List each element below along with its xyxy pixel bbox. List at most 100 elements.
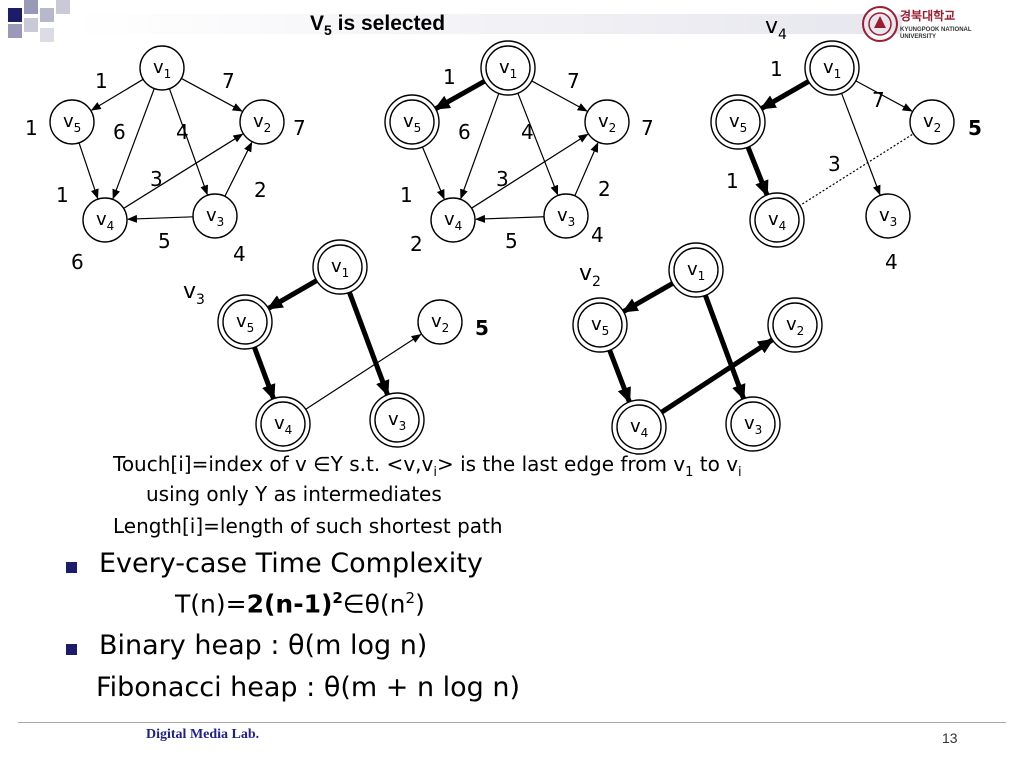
svg-text:v4: v4 <box>444 209 462 233</box>
edge-weight-label: 5 <box>505 229 518 253</box>
edge-weight-label: 3 <box>496 167 509 191</box>
svg-text:v4: v4 <box>630 416 648 440</box>
edge-weight-label: 1 <box>726 169 739 193</box>
edge-weight-label: 1 <box>443 65 456 89</box>
edge-weight-label: 6 <box>113 120 126 144</box>
edge-4-2 <box>123 133 244 209</box>
touch-definition: Touch[i]=index of v ∈Y s.t. <v,vi> is th… <box>113 452 742 480</box>
edge-1-2 <box>854 79 913 112</box>
edge-weight-label: 4 <box>233 242 246 266</box>
edge-weight-label: 1 <box>770 57 783 81</box>
slide-title: V5 is selected <box>310 12 446 39</box>
svg-text:v1: v1 <box>331 256 349 280</box>
vertex-v4: v4 <box>749 192 805 248</box>
edge-1-5 <box>759 78 811 111</box>
page-number: 13 <box>942 730 958 746</box>
edge-1-3 <box>168 88 208 196</box>
edge-weight-label: 1 <box>25 116 38 140</box>
vertex-v3: v3 <box>725 396 781 452</box>
edge-weight-label: 2 <box>598 177 611 201</box>
vertex-v1: v1 <box>480 40 536 96</box>
edge-weight-label: 5 <box>968 116 982 140</box>
edge-1-5 <box>90 78 144 111</box>
edge-weight-label: v4 <box>765 14 787 43</box>
edge-3-2 <box>574 142 599 197</box>
edge-weight-label: 6 <box>71 250 84 274</box>
edge-weight-label: 7 <box>872 88 885 112</box>
edge-weight-label: 7 <box>641 116 654 140</box>
fibonacci-heap-line: Fibonacci heap : θ(m + n log n) <box>96 672 521 703</box>
title-bar <box>72 14 902 34</box>
edge-weight-label: 3 <box>828 152 841 176</box>
edge-weight-label: 6 <box>458 120 471 144</box>
svg-text:v3: v3 <box>388 409 406 433</box>
edge-5-4 <box>78 142 99 200</box>
vertex-v3: v3 <box>865 193 911 239</box>
edge-1-4 <box>112 88 155 200</box>
complexity-formula: T(n)=2(n-1)2∈θ(n2) <box>175 589 425 619</box>
vertex-v3: v3 <box>543 193 589 239</box>
svg-text:v1: v1 <box>499 57 517 81</box>
svg-text:v4: v4 <box>274 413 292 437</box>
length-definition: Length[i]=length of such shortest path <box>113 514 503 538</box>
edge-weight-label: 7 <box>293 116 306 140</box>
svg-text:v4: v4 <box>768 209 786 233</box>
university-seal-icon <box>862 6 898 42</box>
vertex-v3: v3 <box>369 392 425 448</box>
svg-text:v1: v1 <box>823 57 841 81</box>
bullet-icon <box>66 644 77 655</box>
edge-1-3 <box>346 290 390 397</box>
corner-decoration <box>0 0 80 60</box>
edge-4-2 <box>659 337 775 415</box>
svg-text:v3: v3 <box>557 205 575 229</box>
svg-text:v3: v3 <box>744 413 762 437</box>
vertex-v5: v5 <box>572 297 628 353</box>
svg-text:v5: v5 <box>63 111 81 135</box>
svg-text:v5: v5 <box>591 314 609 338</box>
vertex-v4: v4 <box>611 399 667 455</box>
edge-1-3 <box>702 293 746 401</box>
edge-4-2 <box>304 333 422 411</box>
edge-weight-label: 1 <box>400 183 413 207</box>
edge-3-4 <box>474 214 545 223</box>
vertex-v1: v1 <box>804 40 860 96</box>
edge-1-5 <box>266 277 319 311</box>
footer-divider <box>18 722 1006 723</box>
edge-weight-label: 7 <box>222 69 235 93</box>
svg-text:v3: v3 <box>879 205 897 229</box>
svg-text:v5: v5 <box>236 311 254 335</box>
edge-weight-label: 4 <box>176 120 189 144</box>
vertex-v4: v4 <box>82 197 128 243</box>
svg-text:v2: v2 <box>253 111 271 135</box>
logo-text: 경북대학교 <box>900 9 956 23</box>
vertex-v2: v2 <box>909 99 955 145</box>
vertex-v1: v1 <box>668 242 724 298</box>
edge-1-5 <box>433 78 487 111</box>
edge-weight-label: 1 <box>56 183 69 207</box>
logo-subtitle: KYUNGPOOK NATIONAL UNIVERSITY <box>900 27 972 40</box>
edge-5-4 <box>745 145 770 197</box>
vertex-v1: v1 <box>139 45 185 91</box>
vertex-v2: v2 <box>584 99 630 145</box>
svg-text:v5: v5 <box>729 111 747 135</box>
vertex-v2: v2 <box>239 99 285 145</box>
svg-text:v1: v1 <box>687 259 705 283</box>
bullet-binary-heap: Binary heap : θ(m log n) <box>99 630 428 661</box>
vertex-v5: v5 <box>384 94 440 150</box>
svg-text:v2: v2 <box>786 314 804 338</box>
edge-5-4 <box>251 345 276 401</box>
edge-3-2 <box>224 141 253 197</box>
vertex-v4: v4 <box>430 197 476 243</box>
university-logo <box>860 4 1000 44</box>
edge-weight-label: 7 <box>567 69 580 93</box>
touch-definition-line2: using only Y as intermediates <box>146 482 442 506</box>
edge-3-4 <box>126 214 194 223</box>
vertex-v4: v4 <box>255 396 311 452</box>
edge-1-4 <box>460 92 500 200</box>
edge-1-2 <box>530 79 588 112</box>
edge-weight-label: 2 <box>410 232 423 256</box>
